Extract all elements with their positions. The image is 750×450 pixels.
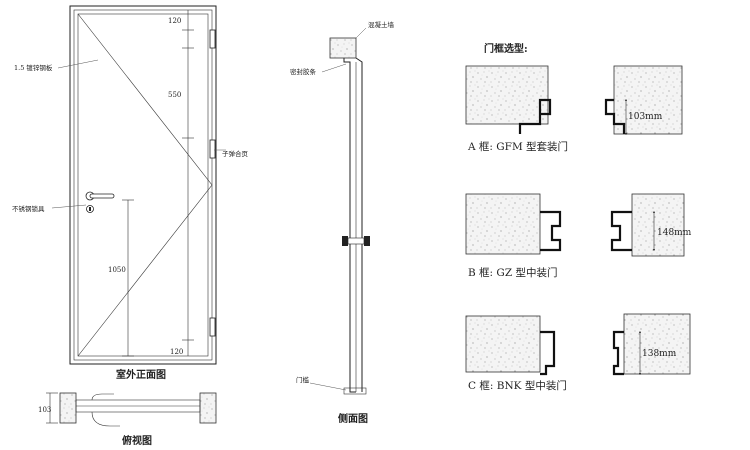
top-wall-left [59,392,77,424]
side-wall [329,37,357,59]
frame-types-heading: 门框选型: [484,42,528,55]
label-sill: 门槛 [296,375,310,384]
frame-c-dimension: 138mm [642,349,677,359]
front-view: 120 550 1050 120 1.5 镀锌钢板 子弹合页 不锈钢锁具 室外正… [12,5,249,381]
side-view: 混凝土墙 密封胶条 门槛 侧面图 [290,20,395,425]
opening-direction-lines [77,13,213,357]
top-dimension: 103 [38,406,51,414]
frame-a-wall-left [465,65,549,125]
side-handle-left [342,236,348,246]
front-view-caption: 室外正面图 [116,368,166,381]
frame-c-wall-right [623,313,691,375]
label-seal: 密封胶条 [290,67,317,76]
side-frame-left [343,58,356,393]
frame-b-dimension: 148mm [657,228,692,238]
label-plate: 1.5 镀锌钢板 [14,63,53,72]
hinge-middle [209,139,216,159]
side-view-caption: 侧面图 [338,412,368,425]
top-wall-right [199,392,217,424]
door-handle-icon [85,191,115,213]
door-frame-outer [69,5,217,365]
side-sill [343,387,367,395]
frame-c-label: C 框: BNK 型中装门 [468,379,567,392]
label-handle: 不锈钢锁具 [12,204,45,213]
frame-c-wall-left [465,315,541,373]
frame-b-wall-right [631,193,685,257]
top-view-caption: 俯视图 [122,434,152,447]
label-wall: 混凝土墙 [368,20,395,29]
dim-mid: 550 [168,91,181,99]
door-leaf [77,13,209,357]
side-handle-right [364,236,370,246]
frame-type-b: 148mm B 框: GZ 型中装门 [465,193,692,279]
frame-a-dimension: 103mm [628,112,663,122]
frame-a-label: A 框: GFM 型套装门 [467,140,568,153]
side-frame-right [355,57,363,392]
hinge-bottom [209,317,216,337]
dim-top: 120 [168,17,181,25]
frame-type-c: 138mm C 框: BNK 型中装门 [465,313,691,392]
frame-type-a: 103mm A 框: GFM 型套装门 [465,65,683,153]
dim-bottom: 120 [170,348,183,356]
dim-lower: 1050 [108,266,126,274]
door-frame-inner [73,9,213,361]
label-hinge: 子弹合页 [222,149,249,158]
hinge-top [209,29,216,49]
top-view: 103 俯视图 [38,392,217,447]
frame-b-wall-left [465,193,541,255]
frame-b-label: B 框: GZ 型中装门 [468,266,557,279]
